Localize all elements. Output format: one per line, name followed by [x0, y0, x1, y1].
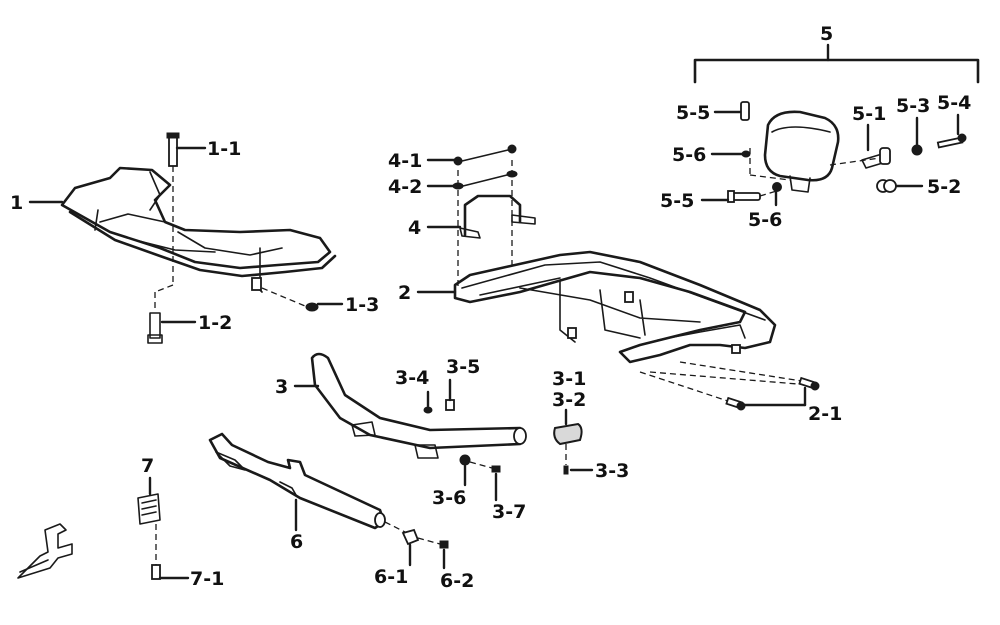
nut-5-3	[911, 144, 923, 156]
callout-4-1: 4-1	[388, 150, 422, 172]
bolt-3-7	[469, 461, 501, 473]
callout-7: 7	[141, 455, 154, 477]
bolt-5-4	[936, 133, 967, 149]
callout-3-6: 3-6	[432, 487, 466, 509]
callout-3-4: 3-4	[395, 367, 429, 389]
bushing-5-2	[876, 179, 897, 193]
callout-5-2: 5-2	[927, 176, 961, 198]
callout-5-1: 5-1	[852, 103, 886, 125]
callout-5-4: 5-4	[937, 92, 971, 114]
callout-5: 5	[820, 23, 833, 45]
callout-3-7: 3-7	[492, 501, 526, 523]
pin-5-1	[861, 147, 891, 169]
bolts-4-1	[453, 144, 517, 166]
callout-7-1: 7-1	[190, 568, 224, 590]
callout-5-6-top: 5-6	[672, 144, 706, 166]
washer-3-4	[423, 406, 433, 414]
callout-1-1: 1-1	[207, 138, 241, 160]
callout-3-2: 3-2	[552, 389, 586, 411]
rear-rack	[453, 250, 811, 406]
nut-5-6-bottom	[772, 182, 782, 192]
bracket-6	[208, 432, 386, 530]
callout-6: 6	[290, 531, 303, 553]
callout-4: 4	[408, 217, 421, 239]
leader-lines	[28, 110, 960, 580]
callout-4-2: 4-2	[388, 176, 422, 198]
tube-3	[310, 352, 527, 459]
bolt-1-3	[261, 287, 319, 312]
callout-6-2: 6-2	[440, 570, 474, 592]
front-rack	[60, 166, 337, 293]
bolt-1-1	[166, 132, 180, 285]
callout-2: 2	[398, 282, 411, 304]
callout-labels: 1 1-1 1-2 1-3 2 2-1 3 3-1 3-2 3-3 3-4 3-…	[10, 23, 971, 592]
bolt-3-5	[445, 399, 455, 411]
callout-5-5-top: 5-5	[676, 102, 710, 124]
clamp-1-2	[147, 284, 174, 344]
callout-3: 3	[275, 376, 288, 398]
callout-3-1: 3-1	[552, 368, 586, 390]
bolt-7-1	[151, 564, 161, 580]
cap-3-1	[553, 422, 583, 446]
backrest-5	[693, 43, 980, 193]
callout-1-3: 1-3	[345, 294, 379, 316]
bolt-6-2	[417, 537, 449, 549]
washers-4-2	[452, 170, 518, 190]
nut-6-1	[384, 521, 420, 546]
callout-2-1: 2-1	[808, 403, 842, 425]
front-arrow-icon	[17, 523, 73, 579]
bolt-5-5-top	[740, 101, 750, 121]
callout-1: 1	[10, 192, 23, 214]
callout-5-3: 5-3	[896, 95, 930, 117]
callout-1-2: 1-2	[198, 312, 232, 334]
bolt-5-5-bottom	[727, 189, 781, 203]
callout-5-5-bottom: 5-5	[660, 190, 694, 212]
grab-handle-4	[457, 160, 536, 290]
callout-6-1: 6-1	[374, 566, 408, 588]
callout-5-6-bottom: 5-6	[748, 209, 782, 231]
screw-3-3	[563, 444, 569, 475]
callout-3-3: 3-3	[595, 460, 629, 482]
nut-3-6	[459, 454, 471, 466]
plate-7	[137, 493, 161, 565]
callout-3-5: 3-5	[446, 356, 480, 378]
